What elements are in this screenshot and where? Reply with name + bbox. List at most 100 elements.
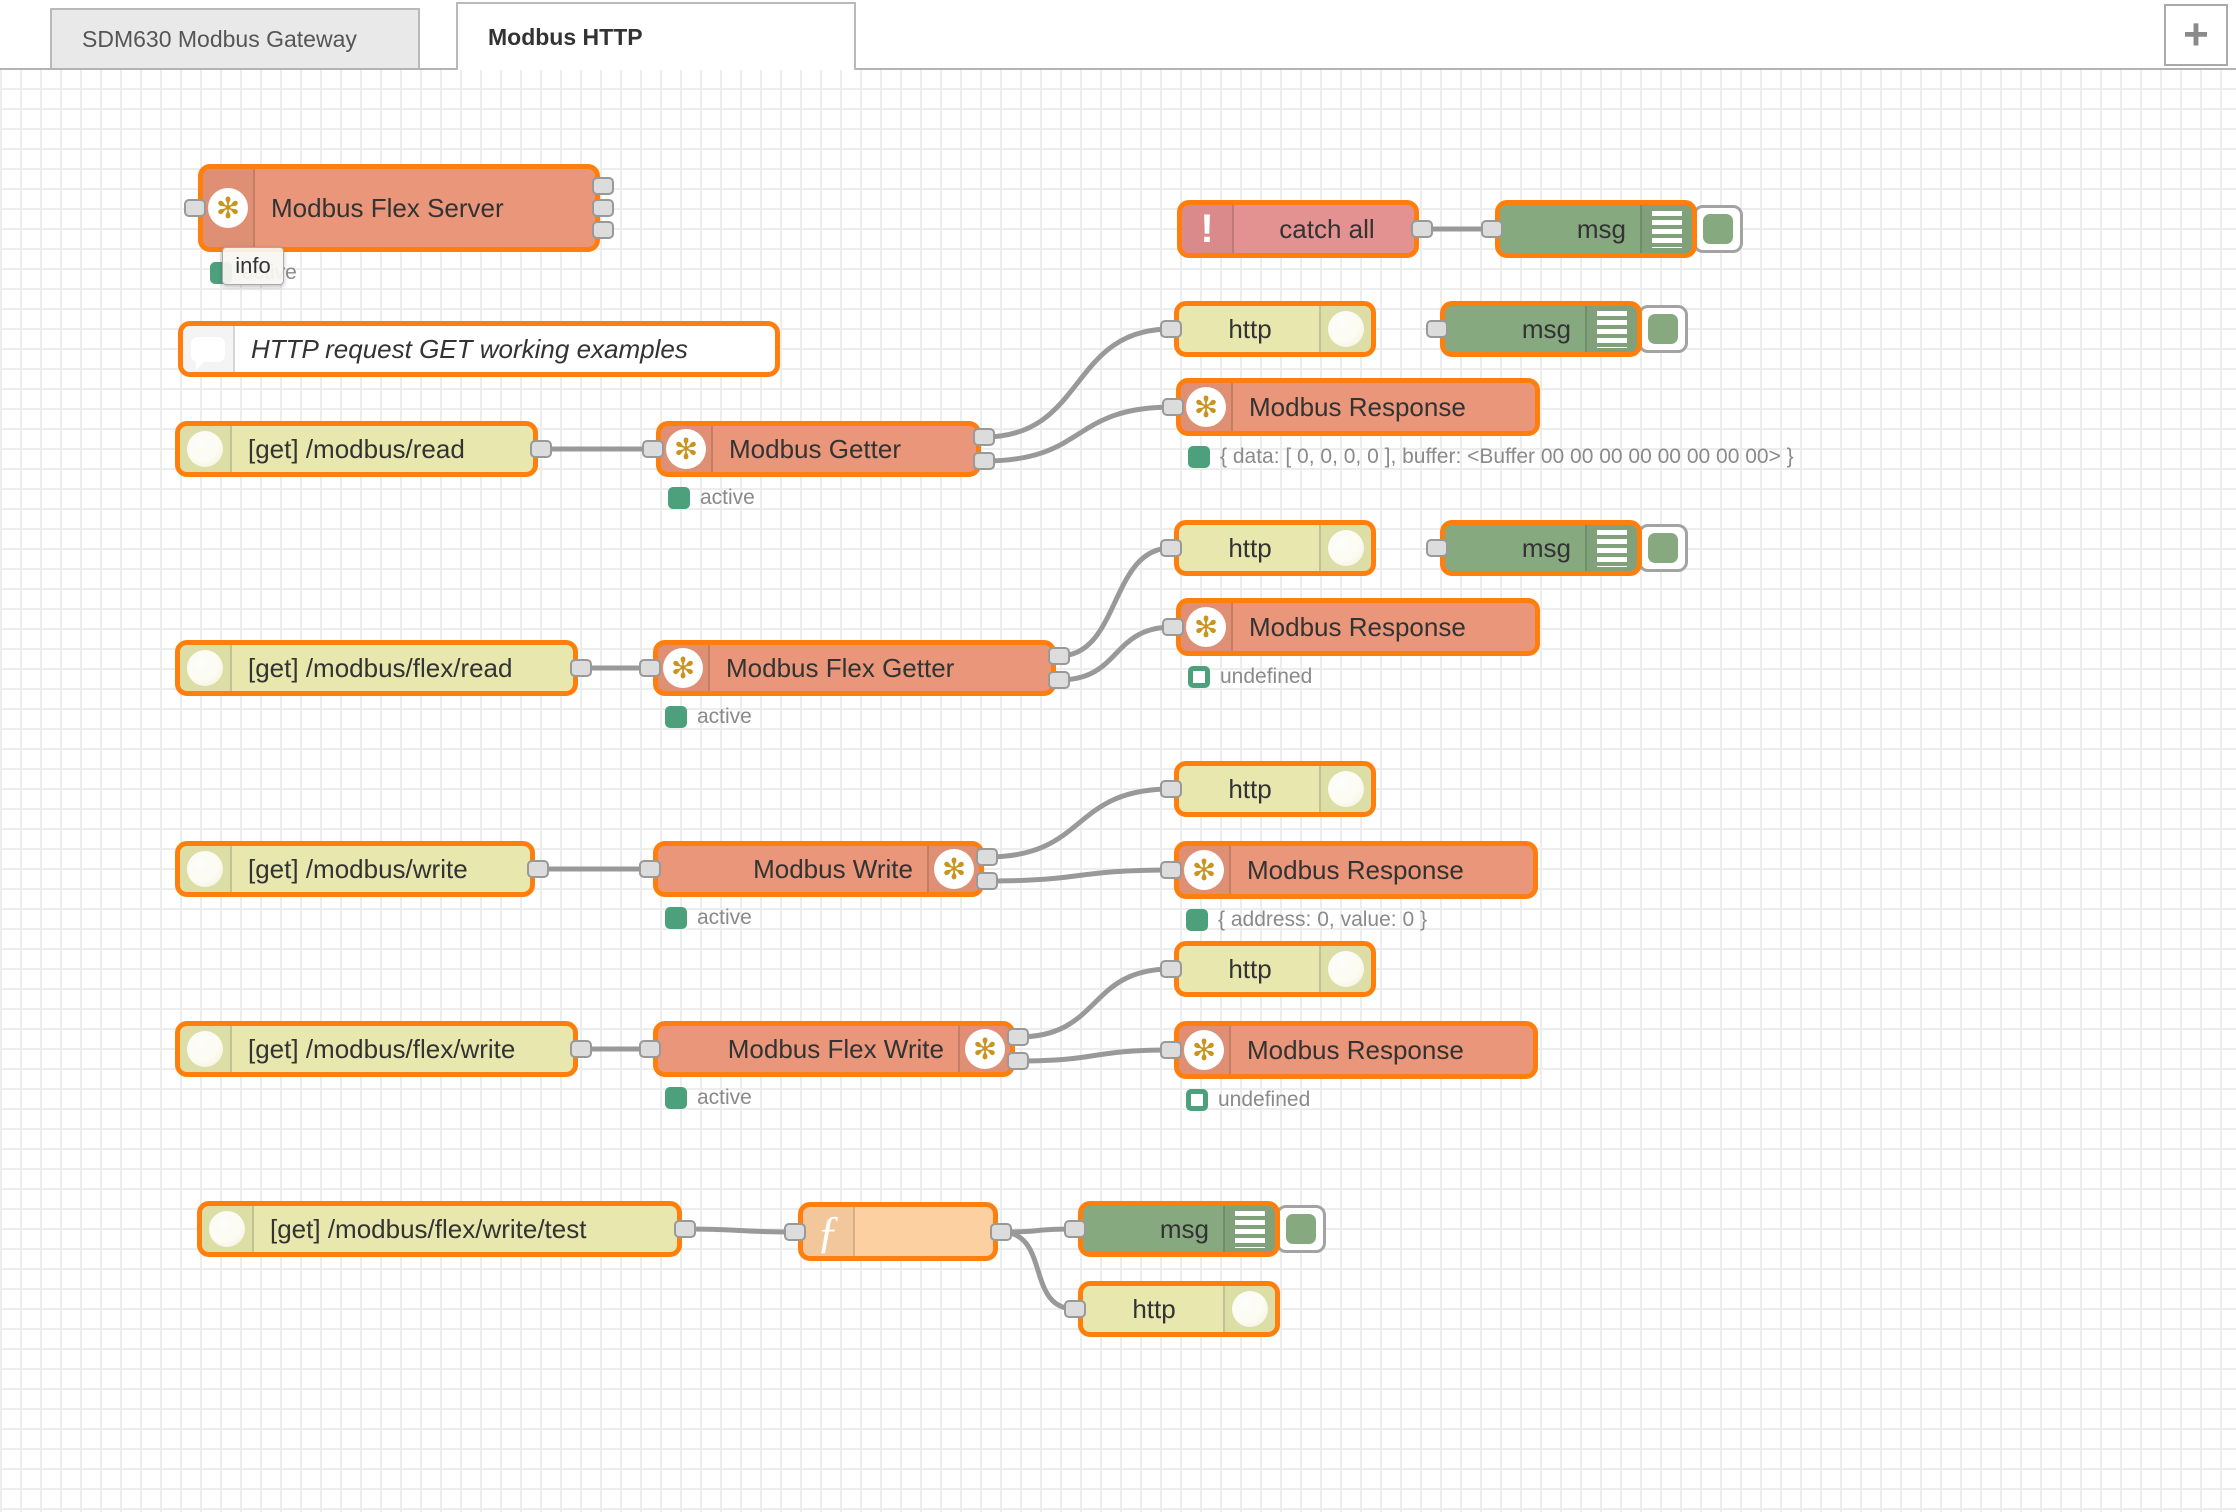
modbus-flex-server-output-port-1[interactable] [592, 177, 614, 195]
debug-msg-4-input-port[interactable] [1064, 1220, 1086, 1238]
debug-msg-3[interactable]: msg [1426, 520, 1642, 576]
modbus-response-1-input-port[interactable] [1162, 398, 1184, 416]
wire[interactable] [1056, 545, 1174, 659]
icon-section: ✻ [203, 169, 255, 247]
function-node-input-port[interactable] [784, 1222, 806, 1241]
wire[interactable] [981, 326, 1174, 440]
http-in-modbus-write-label: [get] /modbus/write [248, 853, 468, 884]
debug-msg-1-toggle[interactable] [1693, 205, 1743, 253]
wire[interactable] [682, 1226, 798, 1235]
function-node[interactable]: ƒ [784, 1202, 1012, 1261]
http-response-1-label: http [1228, 313, 1272, 344]
http-response-2-input-port[interactable] [1160, 539, 1182, 557]
debug-msg-1[interactable]: msg [1481, 200, 1697, 258]
modbus-flex-server[interactable]: ✻Modbus Flex Server [184, 164, 614, 252]
http-in-modbus-write-output-port-1[interactable] [527, 860, 549, 878]
http-in-modbus-flex-write-test-output-port-1[interactable] [674, 1220, 696, 1238]
http-response-5-input-port[interactable] [1064, 1300, 1086, 1318]
http-response-5[interactable]: http [1064, 1281, 1280, 1337]
debug-msg-4-toggle[interactable] [1276, 1205, 1326, 1253]
http-in-modbus-flex-write-output-port-1[interactable] [570, 1040, 592, 1058]
modbus-response-2-status: undefined [1188, 665, 1312, 689]
http-response-1-input-port[interactable] [1160, 320, 1182, 338]
http-response-4[interactable]: http [1160, 941, 1376, 997]
http-in-modbus-read-output-port-1[interactable] [530, 440, 552, 458]
modbus-response-1[interactable]: ✻Modbus Response [1162, 378, 1540, 436]
modbus-flex-write-input-port[interactable] [639, 1040, 661, 1058]
modbus-write-output-port-2[interactable] [976, 872, 998, 891]
debug-msg-1-input-port[interactable] [1481, 220, 1503, 238]
wire[interactable] [1015, 1047, 1174, 1064]
debug-msg-2-input-port[interactable] [1426, 320, 1448, 338]
modbus-flex-server-input-port[interactable] [184, 199, 206, 217]
status-dot-icon [1188, 446, 1210, 468]
http-response-4-label: http [1228, 953, 1272, 984]
wire[interactable] [998, 1229, 1078, 1312]
debug-msg-2-toggle[interactable] [1638, 305, 1688, 353]
modbus-response-2[interactable]: ✻Modbus Response [1162, 598, 1540, 656]
debug-msg-2[interactable]: msg [1426, 301, 1642, 357]
catch-all[interactable]: !catch all [1177, 200, 1433, 258]
catch-all-output-port-1[interactable] [1411, 220, 1433, 238]
http-response-2[interactable]: http [1160, 520, 1376, 576]
debug-msg-3-toggle[interactable] [1638, 524, 1688, 572]
debug-msg-3-input-port[interactable] [1426, 539, 1448, 557]
globe-icon [1328, 951, 1364, 987]
modbus-flex-getter-output-port-1[interactable] [1048, 646, 1070, 665]
modbus-getter[interactable]: ✻Modbus Getter [642, 421, 995, 477]
modbus-response-4[interactable]: ✻Modbus Response [1160, 1021, 1538, 1079]
status-text: active [697, 906, 752, 929]
modbus-response-3[interactable]: ✻Modbus Response [1160, 841, 1538, 899]
modbus-flex-getter-input-port[interactable] [639, 659, 661, 677]
modbus-icon: ✻ [1186, 387, 1226, 427]
globe-icon [187, 431, 223, 467]
globe-icon [187, 851, 223, 887]
status-text: undefined [1218, 1088, 1311, 1111]
debug-msg-4[interactable]: msg [1064, 1201, 1280, 1257]
icon-section: ✻ [927, 846, 979, 892]
modbus-response-2-input-port[interactable] [1162, 618, 1184, 636]
modbus-getter-input-port[interactable] [642, 440, 664, 458]
tab-modbus-http[interactable]: Modbus HTTP [456, 2, 856, 70]
status-text: undefined [1220, 665, 1313, 688]
tab-sdm630-modbus-gateway[interactable]: SDM630 Modbus Gateway [50, 8, 420, 68]
icon-section: ✻ [1181, 383, 1233, 431]
wire[interactable] [981, 404, 1176, 464]
http-response-3[interactable]: http [1160, 761, 1376, 817]
modbus-flex-getter-output-port-2[interactable] [1048, 671, 1070, 690]
modbus-flex-write-output-port-1[interactable] [1007, 1027, 1029, 1046]
modbus-response-3-input-port[interactable] [1160, 861, 1182, 879]
status-dot-icon [665, 706, 687, 728]
modbus-write-input-port[interactable] [639, 860, 661, 878]
wire[interactable] [1015, 966, 1174, 1040]
modbus-flex-getter[interactable]: ✻Modbus Flex Getter [639, 640, 1070, 696]
modbus-response-4-input-port[interactable] [1160, 1041, 1182, 1059]
function-node-output-port-1[interactable] [990, 1222, 1012, 1241]
http-response-3-input-port[interactable] [1160, 780, 1182, 798]
modbus-getter-output-port-1[interactable] [973, 427, 995, 446]
wire[interactable] [984, 867, 1174, 884]
modbus-flex-write-output-port-2[interactable] [1007, 1052, 1029, 1071]
debug-list-icon [1597, 529, 1627, 567]
wire[interactable] [1056, 624, 1176, 683]
http-in-modbus-read[interactable]: [get] /modbus/read [175, 421, 552, 477]
http-in-modbus-write[interactable]: [get] /modbus/write [175, 841, 549, 897]
icon-section [1585, 525, 1637, 571]
wire[interactable] [984, 786, 1174, 860]
http-in-modbus-flex-write-test[interactable]: [get] /modbus/flex/write/test [197, 1201, 696, 1257]
http-in-modbus-flex-read[interactable]: [get] /modbus/flex/read [175, 640, 592, 696]
modbus-write-output-port-1[interactable] [976, 847, 998, 866]
comment-http-examples[interactable]: HTTP request GET working examples [178, 321, 780, 377]
flow-canvas[interactable]: ✻Modbus Flex Serveractive!catch allmsgHT… [0, 68, 2236, 1512]
http-in-modbus-flex-read-label: [get] /modbus/flex/read [248, 652, 513, 683]
add-flow-button[interactable]: + [2164, 4, 2228, 66]
modbus-flex-server-output-port-3[interactable] [592, 221, 614, 239]
modbus-write[interactable]: ✻Modbus Write [639, 841, 998, 897]
http-in-modbus-flex-write[interactable]: [get] /modbus/flex/write [175, 1021, 592, 1077]
http-response-1[interactable]: http [1160, 301, 1376, 357]
modbus-getter-output-port-2[interactable] [973, 452, 995, 471]
modbus-flex-server-output-port-2[interactable] [592, 199, 614, 217]
http-response-4-input-port[interactable] [1160, 960, 1182, 978]
http-in-modbus-flex-read-output-port-1[interactable] [570, 659, 592, 677]
modbus-flex-write[interactable]: ✻Modbus Flex Write [639, 1021, 1029, 1077]
